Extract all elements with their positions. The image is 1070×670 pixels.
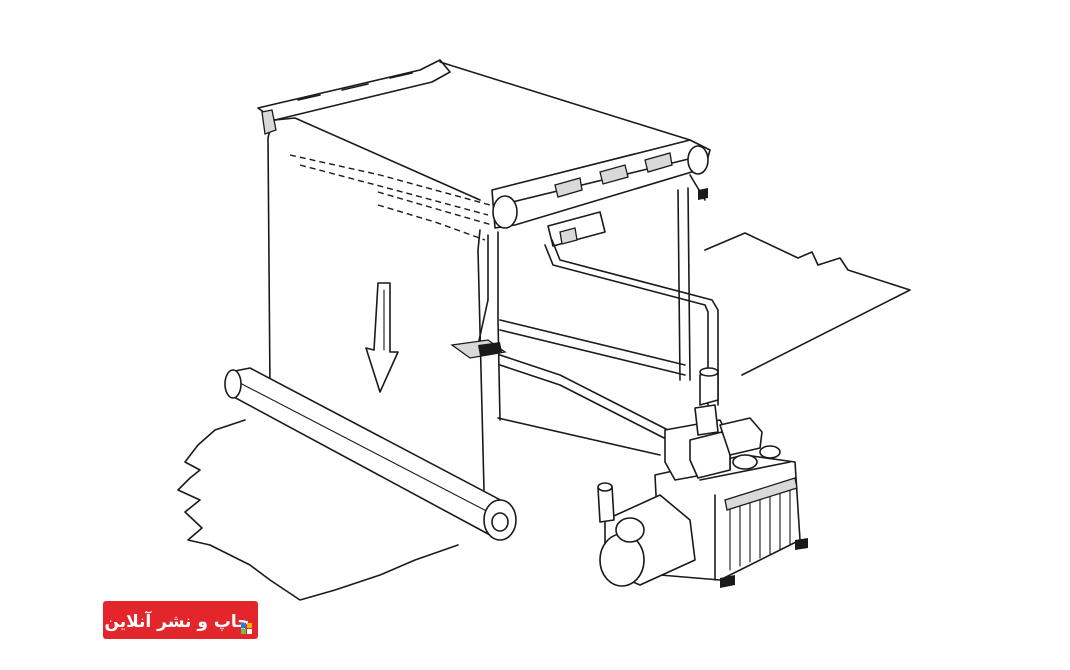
left-paper-sheet	[177, 419, 459, 601]
hanging-film	[267, 109, 493, 491]
pump-motor-unit	[597, 404, 808, 588]
watermark-text: چاپ و نشر آنلاین	[104, 610, 249, 632]
down-arrow-icon	[365, 282, 399, 393]
frame-and-piping	[450, 187, 719, 456]
right-paper-sheet	[704, 232, 911, 376]
watermark-logo: چاپ و نشر آنلاین	[103, 601, 258, 639]
front-roller	[224, 367, 517, 541]
top-conveyor	[257, 59, 711, 247]
